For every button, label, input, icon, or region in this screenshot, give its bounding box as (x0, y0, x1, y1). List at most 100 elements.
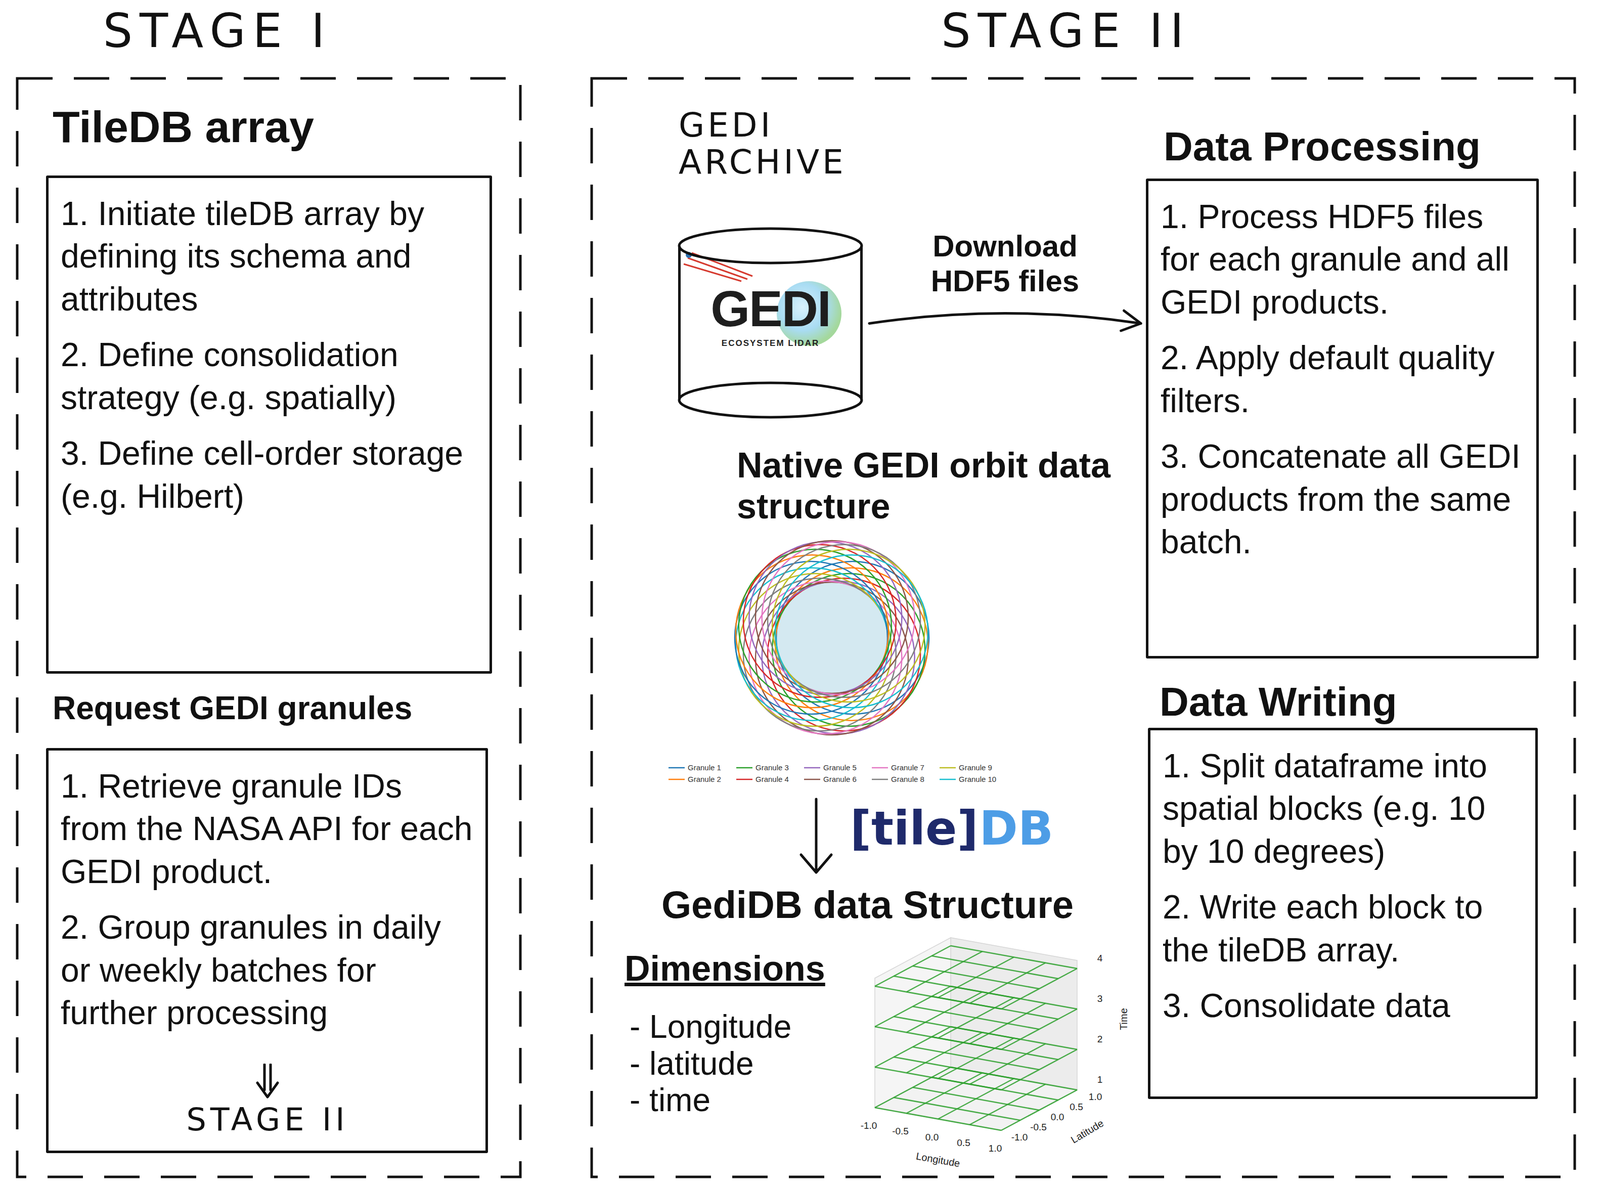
box-heading: TileDB array (52, 101, 315, 153)
step-text: 2. Group granules in daily or weekly bat… (60, 905, 475, 1034)
cylinder-bottom (679, 382, 862, 418)
process-box: TileDB array1. Initiate tileDB array by … (46, 175, 493, 674)
legend-line (804, 767, 821, 769)
archive-heading: GEDI ARCHIVE (678, 107, 892, 181)
grid-line (1001, 968, 1078, 1009)
legend-text: Granule 1 (687, 763, 722, 773)
legend-swatch (939, 777, 956, 781)
box-heading: Request GEDI granules (52, 689, 413, 728)
cylinder-top (679, 228, 862, 263)
dashed-border (591, 78, 1575, 1177)
figure-caption: Native GEDI orbit data structure (736, 445, 1122, 527)
grid-line (1001, 1008, 1078, 1050)
list-heading: Dimensions (624, 948, 826, 990)
axis-tick: 1.0 (988, 1143, 1002, 1154)
legend-swatch (804, 777, 821, 781)
step-text: 2. Write each block to the tileDB array. (1162, 885, 1525, 971)
orbit-track (735, 554, 889, 708)
legend-line (871, 778, 888, 781)
grid-line (912, 1006, 1040, 1030)
legend-text: Granule 5 (823, 763, 857, 773)
plot-pane (950, 937, 1078, 1090)
legend-text: Granule 6 (823, 774, 857, 784)
list-item: - time (629, 1082, 711, 1118)
axis-tick: 0.0 (1050, 1112, 1064, 1123)
double-down-arrow (252, 1063, 283, 1099)
legend-swatch (939, 766, 956, 770)
grid-line (1001, 1049, 1078, 1090)
legend-line (939, 767, 956, 769)
legend-line (668, 778, 685, 781)
step-text: 3. Concatenate all GEDI products from th… (1160, 434, 1526, 563)
axis-title: Time (1118, 1007, 1130, 1031)
legend-line (804, 778, 821, 781)
legend-text: Granule 3 (755, 763, 789, 773)
logo-laser (683, 252, 753, 282)
stage-heading: STAGE II (889, 5, 1243, 57)
stage-heading: STAGE I (40, 5, 395, 57)
orbit-track (772, 549, 925, 702)
dashed-border (17, 78, 521, 1177)
axis-title: Longitude (915, 1149, 961, 1169)
database-cylinder: GEDI ARCHIVEGEDIECOSYSTEM LIDAR (676, 226, 865, 421)
process-box: Data Processing1. Process HDF5 files for… (1145, 178, 1539, 659)
stage-link-text: STAGE II (60, 1100, 475, 1139)
list-item: - Longitude (629, 1008, 792, 1045)
list-item: - latitude (629, 1045, 754, 1082)
box-heading: Data Writing (1159, 678, 1398, 726)
orbit-track (743, 544, 897, 698)
axis-tick: -0.5 (1030, 1122, 1047, 1133)
step-text: 1. Split dataframe into spatial blocks (… (1162, 744, 1525, 873)
logo-text: [tile] (850, 803, 979, 855)
box-heading: Data Processing (1163, 123, 1481, 170)
axis-tick: 4 (1097, 953, 1103, 964)
grid-line (950, 945, 1078, 969)
step-text: 1. Retrieve granule IDs from the NASA AP… (60, 764, 475, 893)
plot-pane (874, 937, 951, 1108)
legend-text: Granule 2 (687, 774, 722, 784)
legend-line (871, 767, 888, 769)
legend-swatch (804, 766, 821, 770)
orbit-track (755, 582, 909, 735)
axis-tick: 1.0 (1088, 1091, 1102, 1103)
axis-tick: -1.0 (1011, 1132, 1029, 1143)
legend-text: Granule 4 (755, 774, 789, 784)
axis-title: Latitude (1069, 1117, 1106, 1146)
orbit-track (735, 567, 889, 721)
arrow-stroke (257, 1064, 278, 1097)
grid-line (912, 1046, 1040, 1070)
axis-tick: 0.5 (956, 1137, 970, 1148)
legend-swatch (871, 766, 888, 770)
grid-line (912, 965, 1040, 989)
orbit-track (767, 578, 921, 731)
legend-line (939, 778, 956, 781)
figure-caption: GediDB data Structure (661, 882, 1074, 927)
orbit-track (738, 573, 892, 727)
stage-link: STAGE II (60, 1063, 475, 1139)
process-box: Request GEDI granules1. Retrieve granule… (46, 747, 488, 1153)
connector-arrow (869, 313, 1141, 324)
legend-swatch (736, 766, 753, 770)
step-text: 2. Apply default quality filters. (1160, 336, 1526, 422)
legend-text: Granule 8 (891, 774, 925, 784)
axis-tick: 0.5 (1069, 1101, 1083, 1113)
axis-tick: 0.0 (925, 1131, 939, 1143)
stage-region: STAGE ITileDB array1. Initiate tileDB ar… (15, 76, 523, 1179)
orbit-track (775, 567, 928, 721)
legend-text: Granule 7 (891, 763, 925, 773)
down-arrow (801, 798, 832, 873)
orbit-track (762, 581, 915, 734)
legend-swatch (871, 777, 888, 781)
step-text: 1. Initiate tileDB array by defining its… (60, 192, 479, 321)
legend-line (736, 778, 753, 781)
legend-text: Granule 9 (958, 763, 993, 773)
logo-wordmark: GEDI (676, 283, 865, 334)
orbit-track (734, 561, 888, 715)
orbit-track (755, 540, 909, 694)
orbit-track (775, 554, 928, 708)
process-box: Data Writing1. Split dataframe into spat… (1147, 727, 1538, 1099)
connector-label: Download HDF5 files (899, 228, 1112, 299)
legend-swatch (736, 777, 753, 781)
grid-line (931, 955, 1059, 979)
